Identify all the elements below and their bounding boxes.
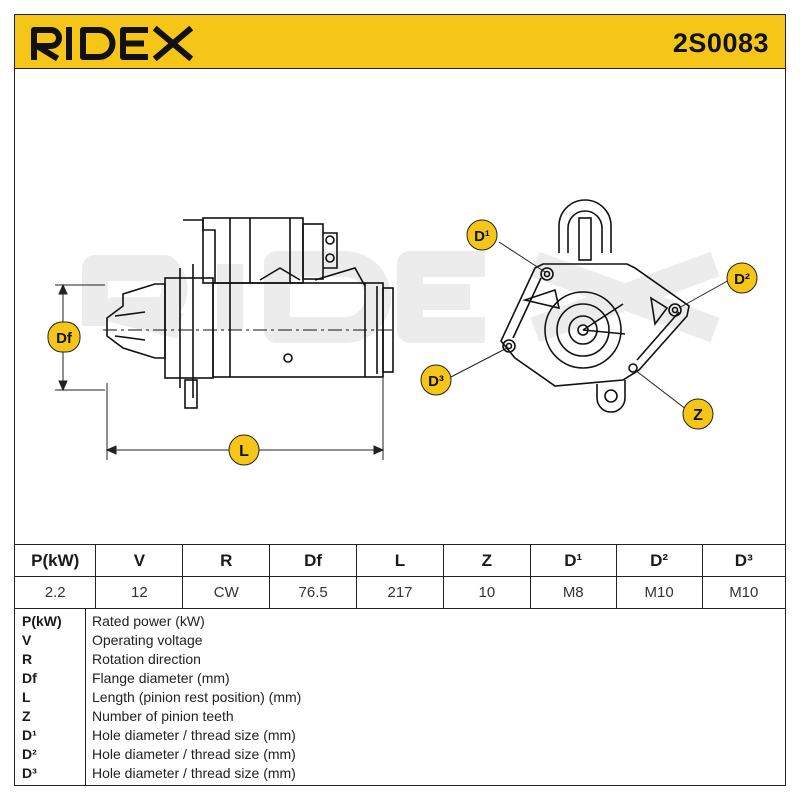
legend-description: Hole diameter / thread size (mm) bbox=[92, 765, 296, 781]
d1-callout-label: D¹ bbox=[474, 228, 490, 245]
d3-callout: D³ bbox=[420, 364, 452, 396]
spec-value-row: 2.2 12 CW 76.5 217 10 M8 M10 M10 bbox=[15, 576, 785, 609]
legend-description: Rated power (kW) bbox=[92, 613, 205, 629]
spec-header-length: L bbox=[356, 544, 444, 577]
legend-code: L bbox=[22, 689, 31, 705]
legend-description: Rotation direction bbox=[92, 651, 201, 667]
spec-header-d1: D¹ bbox=[530, 544, 617, 577]
z-callout: Z bbox=[682, 398, 714, 430]
legend-row: Z Number of pinion teeth bbox=[15, 707, 785, 726]
legend-row: Df Flange diameter (mm) bbox=[15, 669, 785, 688]
legend-code: Df bbox=[22, 670, 37, 686]
l-callout: L bbox=[228, 434, 260, 466]
spec-value-length: 217 bbox=[356, 576, 444, 609]
legend-row: D³ Hole diameter / thread size (mm) bbox=[15, 764, 785, 783]
spec-value-voltage: 12 bbox=[95, 576, 184, 609]
spec-header-flange-diameter: Df bbox=[269, 544, 358, 577]
legend-description: Operating voltage bbox=[92, 632, 203, 648]
spec-value-flange-diameter: 76.5 bbox=[269, 576, 358, 609]
z-callout-label: Z bbox=[693, 407, 703, 424]
legend-divider bbox=[85, 609, 86, 785]
spec-value-d3: M10 bbox=[702, 576, 785, 609]
spec-table: P(kW) V R Df L Z D¹ D² D³ 2.2 12 CW 76.5… bbox=[15, 544, 785, 609]
d2-callout-label: D² bbox=[734, 271, 750, 288]
df-callout-label: Df bbox=[56, 330, 73, 347]
spec-value-d1: M8 bbox=[530, 576, 617, 609]
legend-code: V bbox=[22, 632, 32, 648]
d2-callout: D² bbox=[726, 262, 758, 294]
technical-drawing: Df L D¹ D² D³ Z bbox=[15, 68, 785, 544]
callout-leader-lines bbox=[448, 241, 732, 414]
legend: P(kW) Rated power (kW) V Operating volta… bbox=[15, 609, 785, 785]
spec-header-d2: D² bbox=[616, 544, 703, 577]
part-number: 2S0083 bbox=[672, 28, 769, 58]
spec-value-d2: M10 bbox=[616, 576, 703, 609]
d3-callout-label: D³ bbox=[428, 373, 444, 390]
legend-row: D¹ Hole diameter / thread size (mm) bbox=[15, 726, 785, 745]
ridex-logo bbox=[31, 25, 194, 61]
legend-description: Number of pinion teeth bbox=[92, 708, 234, 724]
legend-row: V Operating voltage bbox=[15, 631, 785, 650]
starter-front-view bbox=[500, 199, 690, 413]
d1-callout: D¹ bbox=[466, 219, 498, 251]
spec-header-row: P(kW) V R Df L Z D¹ D² D³ bbox=[15, 544, 785, 577]
spec-header-power: P(kW) bbox=[15, 544, 97, 577]
starter-side-view bbox=[106, 217, 394, 409]
spec-value-rotation: CW bbox=[182, 576, 271, 609]
drawing-canvas: Df L D¹ D² D³ Z bbox=[47, 199, 758, 466]
legend-row: R Rotation direction bbox=[15, 650, 785, 669]
legend-description: Hole diameter / thread size (mm) bbox=[92, 727, 296, 743]
legend-description: Length (pinion rest position) (mm) bbox=[92, 689, 302, 705]
legend-code: D¹ bbox=[22, 727, 37, 743]
legend-code: R bbox=[22, 651, 33, 667]
spec-header-teeth: Z bbox=[443, 544, 531, 577]
legend-row: P(kW) Rated power (kW) bbox=[15, 612, 785, 631]
spec-header-rotation: R bbox=[182, 544, 271, 577]
l-callout-label: L bbox=[239, 443, 249, 460]
product-sheet: 2S0083 bbox=[14, 14, 786, 786]
ridex-watermark bbox=[82, 251, 720, 343]
spec-header-d3: D³ bbox=[702, 544, 785, 577]
legend-description: Hole diameter / thread size (mm) bbox=[92, 746, 296, 762]
legend-code: Z bbox=[22, 708, 31, 724]
spec-value-teeth: 10 bbox=[443, 576, 531, 609]
header-bar: 2S0083 bbox=[15, 15, 785, 69]
spec-value-power: 2.2 bbox=[15, 576, 97, 609]
df-callout: Df bbox=[47, 321, 81, 353]
legend-row: L Length (pinion rest position) (mm) bbox=[15, 688, 785, 707]
legend-description: Flange diameter (mm) bbox=[92, 670, 230, 686]
legend-code: P(kW) bbox=[22, 613, 62, 629]
legend-code: D² bbox=[22, 746, 37, 762]
legend-row: D² Hole diameter / thread size (mm) bbox=[15, 745, 785, 764]
spec-header-voltage: V bbox=[95, 544, 184, 577]
legend-code: D³ bbox=[22, 765, 37, 781]
